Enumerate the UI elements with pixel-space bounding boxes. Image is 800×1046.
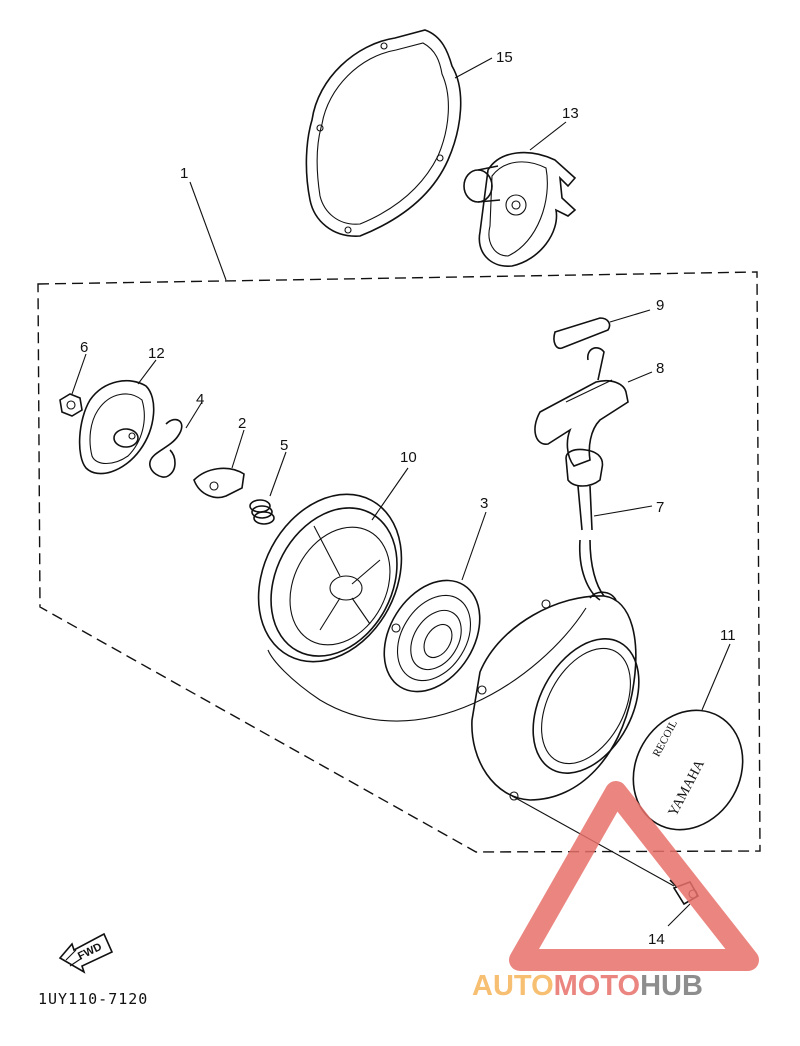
assembly-boundary xyxy=(37,271,761,853)
cap-part-9 xyxy=(553,317,611,350)
callout-5: 5 xyxy=(280,437,288,454)
emblem-sub-text: RECOIL xyxy=(651,718,680,759)
nut-part-6 xyxy=(59,393,83,417)
recoil-spring-part-3 xyxy=(383,579,481,693)
fwd-arrow-icon: FWD xyxy=(58,932,114,974)
gasket-part-15 xyxy=(305,29,462,237)
callout-13: 13 xyxy=(562,105,579,122)
callout-2: 2 xyxy=(238,415,246,432)
callout-14: 14 xyxy=(648,931,665,948)
callout-3: 3 xyxy=(480,495,488,512)
watermark-auto: AUTO xyxy=(472,970,554,1002)
spring-clip-part-4 xyxy=(149,418,183,478)
pawl-part-2 xyxy=(193,467,245,499)
watermark-moto: MOTO xyxy=(554,970,640,1002)
emblem-brand-text: YAMAHA xyxy=(666,757,709,819)
pulley-part-13 xyxy=(463,151,577,267)
watermark-logo: AUTOMOTOHUB xyxy=(472,781,759,1002)
callout-15: 15 xyxy=(496,49,513,66)
plate-part-12 xyxy=(78,379,155,475)
spring-part-5 xyxy=(249,499,275,525)
callout-1: 1 xyxy=(180,165,188,182)
watermark-hub: HUB xyxy=(640,970,703,1002)
rope-part-7 xyxy=(267,485,605,722)
callout-9: 9 xyxy=(656,297,664,314)
reel-part-10 xyxy=(257,493,403,663)
callout-4: 4 xyxy=(196,391,204,408)
callout-10: 10 xyxy=(400,449,417,466)
watermark-triangle-icon xyxy=(509,781,759,971)
starter-housing xyxy=(471,591,640,801)
handle-part-8 xyxy=(534,347,629,487)
svg-text:AUTOMOTOHUB: AUTOMOTOHUB xyxy=(472,970,703,1002)
callout-12: 12 xyxy=(148,345,165,362)
callout-8: 8 xyxy=(656,360,664,377)
callout-7: 7 xyxy=(656,499,664,516)
diagram-code: 1UY110-7120 xyxy=(38,990,148,1008)
callout-11: 11 xyxy=(720,627,736,644)
callout-6: 6 xyxy=(80,339,88,356)
